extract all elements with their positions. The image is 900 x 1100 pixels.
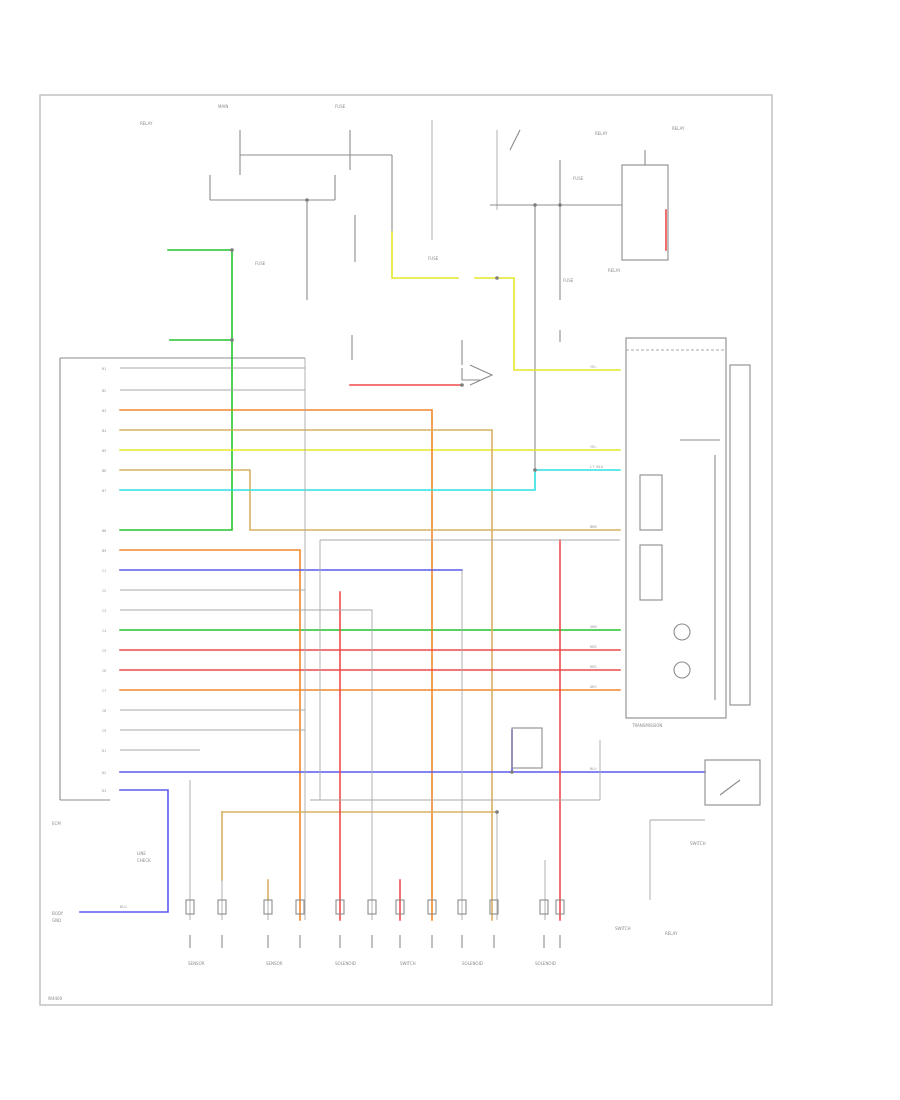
- svg-text:YEL: YEL: [590, 365, 597, 369]
- svg-text:B4: B4: [102, 429, 106, 433]
- svg-text:LT BLU: LT BLU: [590, 465, 603, 469]
- svg-text:B1: B1: [102, 367, 106, 371]
- sensor-group-5: SOLENOID: [457, 899, 499, 966]
- svg-text:RELAY: RELAY: [595, 131, 608, 136]
- yellow-wire-top: [391, 231, 459, 279]
- sensor-group-2: SENSOR: [263, 899, 305, 966]
- middle-components: [461, 340, 543, 769]
- cyan-wire: [119, 469, 621, 491]
- svg-text:BRN: BRN: [590, 525, 597, 529]
- orange-wire-1: [119, 409, 433, 921]
- sensor-group-6: SOLENOID: [535, 899, 565, 966]
- svg-text:FUSE: FUSE: [573, 176, 584, 181]
- svg-text:B3: B3: [102, 409, 106, 413]
- orange-wire-2: [119, 549, 301, 921]
- svg-text:B7: B7: [102, 489, 106, 493]
- bottom-sensors: SENSOR SENSOR SOLENOID SWITCH: [185, 899, 565, 966]
- svg-text:FUSE: FUSE: [335, 104, 346, 109]
- svg-text:SWITCH: SWITCH: [690, 841, 706, 846]
- sensor-group-4: SWITCH: [395, 899, 437, 966]
- junction-nodes: [230, 198, 562, 814]
- tan-wire-1: [119, 429, 493, 921]
- svg-text:FUSE: FUSE: [255, 261, 266, 266]
- svg-text:RELAY: RELAY: [672, 126, 685, 131]
- svg-text:B2: B2: [102, 389, 106, 393]
- svg-text:D2: D2: [102, 771, 106, 775]
- svg-text:D3: D3: [102, 789, 106, 793]
- svg-text:RED: RED: [590, 665, 597, 669]
- svg-text:TRANSMISSION: TRANSMISSION: [631, 723, 662, 728]
- svg-text:CHECK: CHECK: [137, 858, 151, 863]
- wire-color-labels: YEL YEL LT BLU BRN GRN RED RED ORG BLU B…: [120, 365, 603, 909]
- svg-text:C8: C8: [102, 709, 106, 713]
- svg-text:ECM: ECM: [52, 821, 61, 826]
- svg-text:RELAY: RELAY: [665, 931, 678, 936]
- svg-text:B8: B8: [102, 529, 106, 533]
- svg-text:FUSE: FUSE: [428, 256, 439, 261]
- tan-wire-2: [119, 469, 621, 531]
- svg-text:C6: C6: [102, 669, 106, 673]
- top-power-section: MAIN FUSE RELAY RELAY RELAY FUSE FUSE FU…: [140, 104, 685, 470]
- svg-text:C7: C7: [102, 689, 106, 693]
- gray-wires: [120, 358, 705, 920]
- svg-text:B6: B6: [102, 469, 106, 473]
- svg-text:C1: C1: [102, 569, 106, 573]
- ecm-pin-labels: B1 B2 B3 B4 B5 B6 B7 B8 B9 C1 C2 C3 C4 C…: [102, 367, 106, 793]
- diagram-frame: [39, 94, 773, 1006]
- sensor-group-3: SOLENOID: [335, 899, 377, 966]
- svg-text:C4: C4: [102, 629, 106, 633]
- svg-text:D1: D1: [102, 749, 106, 753]
- svg-text:C9: C9: [102, 729, 106, 733]
- svg-text:ORG: ORG: [590, 685, 597, 689]
- svg-text:C3: C3: [102, 609, 106, 613]
- svg-text:SENSOR: SENSOR: [188, 961, 205, 966]
- svg-text:YEL: YEL: [590, 445, 597, 449]
- svg-text:RELAY: RELAY: [608, 268, 621, 273]
- svg-text:MAIN: MAIN: [218, 104, 228, 109]
- svg-text:GND: GND: [52, 918, 61, 923]
- svg-text:RED: RED: [590, 645, 597, 649]
- svg-text:C5: C5: [102, 649, 106, 653]
- svg-text:GRN: GRN: [590, 625, 597, 629]
- svg-text:SENSOR: SENSOR: [266, 961, 283, 966]
- svg-text:BLU: BLU: [120, 905, 127, 909]
- svg-text:SWITCH: SWITCH: [615, 926, 631, 931]
- svg-text:C2: C2: [102, 589, 106, 593]
- svg-text:SOLENOID: SOLENOID: [335, 961, 356, 966]
- svg-text:B9: B9: [102, 549, 106, 553]
- lower-right-switch: SWITCH RELAY SWITCH: [615, 759, 761, 936]
- svg-text:SOLENOID: SOLENOID: [462, 961, 483, 966]
- frame-code: W4400: [48, 996, 63, 1001]
- sensor-group-1: SENSOR: [185, 899, 227, 966]
- svg-text:FUSE: FUSE: [563, 278, 574, 283]
- ecm-connector: ECM BODY GND LINE CHECK: [52, 357, 305, 923]
- svg-text:B5: B5: [102, 449, 106, 453]
- transmission-module: TRANSMISSION: [625, 337, 751, 728]
- colored-wires: [79, 231, 706, 921]
- svg-text:BLU: BLU: [590, 767, 597, 771]
- svg-text:BODY: BODY: [52, 911, 64, 916]
- svg-text:SOLENOID: SOLENOID: [535, 961, 556, 966]
- svg-text:RELAY: RELAY: [140, 121, 153, 126]
- svg-text:SWITCH: SWITCH: [400, 961, 416, 966]
- svg-text:LINE: LINE: [137, 851, 146, 856]
